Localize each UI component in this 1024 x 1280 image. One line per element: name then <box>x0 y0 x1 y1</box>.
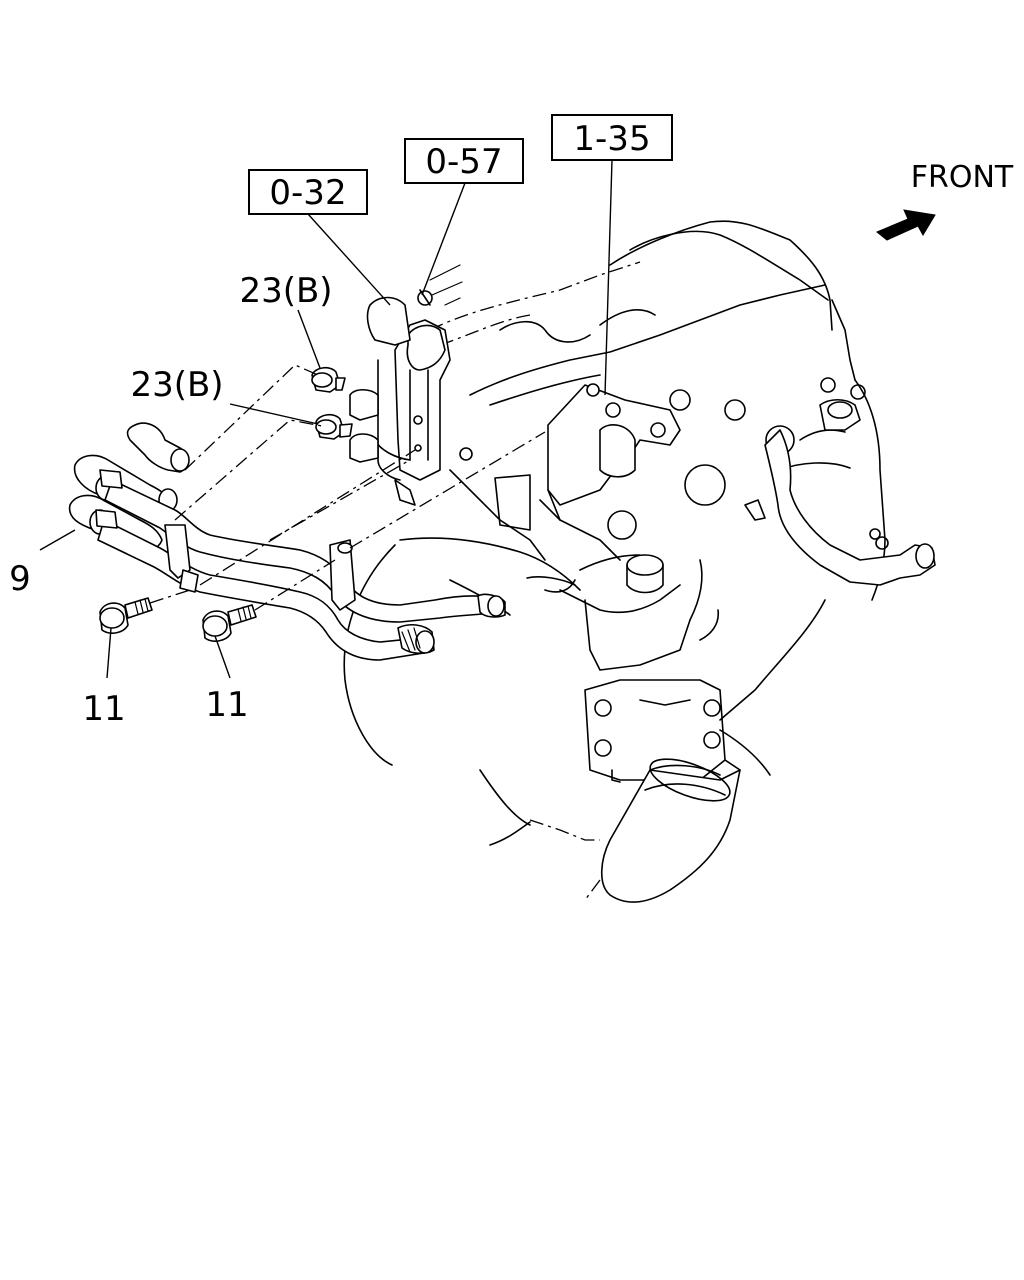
front-label: FRONT <box>911 160 1014 195</box>
callout-9: 9 <box>9 559 31 599</box>
callout-23b-lower: 23(B) <box>130 365 223 405</box>
bolt-11-left <box>99 597 153 634</box>
ref-box-1-35[interactable]: 1-35 <box>551 114 673 161</box>
assembly-lines <box>149 364 546 611</box>
bracket-left <box>349 264 463 506</box>
callout-23b-upper: 23(B) <box>239 271 332 311</box>
heater-hose-assembly <box>68 422 506 661</box>
bracket-center <box>494 383 681 531</box>
leader-lines <box>39 159 613 679</box>
clip-23b-lower <box>315 413 353 440</box>
callout-11-right: 11 <box>205 685 248 725</box>
water-pipe-right <box>764 398 936 586</box>
clip-23b-upper <box>311 366 346 393</box>
front-indicator: FRONT <box>876 160 1014 241</box>
engine-block <box>343 220 886 903</box>
ref-label-0-57: 0-57 <box>425 142 502 182</box>
ref-box-0-32[interactable]: 0-32 <box>248 169 368 215</box>
ref-label-1-35: 1-35 <box>573 119 650 159</box>
bolt-11-right <box>202 604 257 642</box>
ref-box-0-57[interactable]: 0-57 <box>404 138 524 184</box>
callout-11-left: 11 <box>82 689 125 729</box>
ref-label-0-32: 0-32 <box>269 173 346 213</box>
arrow-front-icon <box>876 209 936 241</box>
